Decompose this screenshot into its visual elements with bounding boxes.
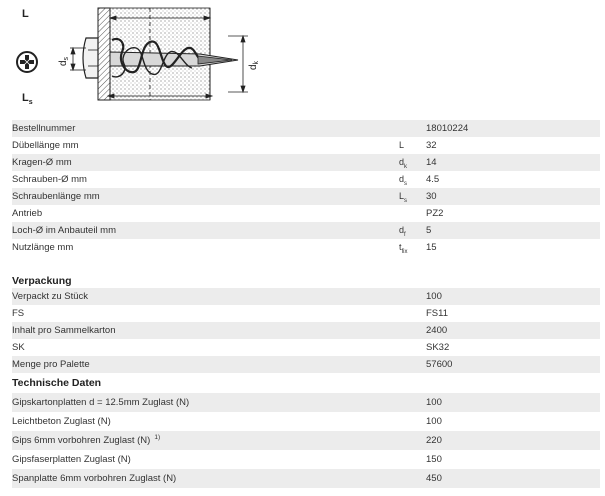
label-dk-main: d: [248, 64, 259, 70]
dimension-Ls: [106, 93, 214, 99]
spec-symbol-main: d: [399, 174, 405, 184]
technical-label: Gipskartonplatten d = 12.5mm Zuglast (N): [12, 397, 190, 408]
technical-row: Leichtbeton Zuglast (N) 100: [12, 412, 600, 431]
spec-symbol: dk: [399, 154, 407, 176]
spec-label: Loch-Ø im Anbauteil mm: [12, 225, 117, 236]
label-L: L: [22, 8, 29, 20]
label-ds-main: d: [58, 60, 69, 66]
spec-value: 15: [426, 242, 437, 253]
spec-symbol: Ls: [399, 188, 407, 210]
spec-value: 18010224: [426, 123, 469, 134]
spec-label: Bestellnummer: [12, 123, 76, 134]
packaging-label: Menge pro Palette: [12, 359, 90, 370]
spec-symbol: ds: [399, 171, 407, 193]
spec-value: 5: [426, 225, 432, 236]
spec-symbol-main: t: [399, 242, 402, 252]
spec-value: 4.5: [426, 174, 440, 185]
spec-symbol-sub: s: [404, 180, 408, 187]
spec-symbol: tfix: [399, 239, 408, 261]
spec-symbol-main: d: [399, 225, 405, 235]
technical-row: Spanplatte 6mm vorbohren Zuglast (N) 450: [12, 469, 600, 488]
dowel-body: [109, 37, 239, 78]
technical-value: 100: [426, 397, 442, 408]
label-ds: ds: [58, 56, 70, 66]
technical-label: Gips 6mm vorbohren Zuglast (N): [12, 435, 151, 446]
technical-table: Gipskartonplatten d = 12.5mm Zuglast (N)…: [12, 393, 600, 488]
dimension-L: [108, 15, 212, 21]
spec-label: Dübellänge mm: [12, 140, 79, 151]
spec-row: Schrauben-Ø mm ds 4.5: [12, 171, 600, 188]
spec-symbol-sub: s: [404, 197, 408, 204]
spec-symbol-sub: f: [404, 231, 406, 238]
technical-row: Gipskartonplatten d = 12.5mm Zuglast (N)…: [12, 393, 600, 412]
footnote-marker: 1): [154, 434, 161, 441]
technical-value: 150: [426, 454, 442, 465]
spec-label: Schrauben-Ø mm: [12, 174, 87, 185]
technical-value: 450: [426, 473, 442, 484]
technical-row: Gips 6mm vorbohren Zuglast (N)1) 220: [12, 431, 600, 450]
spec-row: Schraubenlänge mm Ls 30: [12, 188, 600, 205]
label-dk-sub: k: [253, 60, 260, 64]
dimension-ds: [70, 46, 86, 72]
label-ds-sub: s: [63, 56, 70, 60]
technical-value: 220: [426, 435, 442, 446]
technical-value: 100: [426, 416, 442, 427]
label-dk: dk: [248, 60, 260, 70]
packaging-label: SK: [12, 342, 25, 353]
spec-row: Kragen-Ø mm dk 14: [12, 154, 600, 171]
packaging-value: FS11: [426, 308, 449, 319]
packaging-label: Verpackt zu Stück: [12, 291, 89, 302]
technical-label: Spanplatte 6mm vorbohren Zuglast (N): [12, 473, 177, 484]
spec-label: Schraubenlänge mm: [12, 191, 100, 202]
packaging-row: Inhalt pro Sammelkarton 2400: [12, 322, 600, 339]
packaging-value: 2400: [426, 325, 448, 336]
spec-label: Antrieb: [12, 208, 43, 219]
spec-row: Nutzlänge mm tfix 15: [12, 239, 600, 256]
spec-symbol: L: [399, 140, 405, 150]
packaging-value: 57600: [426, 359, 453, 370]
technical-label-wrap: Gips 6mm vorbohren Zuglast (N)1): [12, 431, 160, 451]
spec-symbol-main: d: [399, 157, 405, 167]
spec-label: Nutzlänge mm: [12, 242, 74, 253]
technical-label: Leichtbeton Zuglast (N): [12, 416, 111, 427]
packaging-table: Verpackt zu Stück 100 FS FS11 Inhalt pro…: [12, 288, 600, 373]
screw-head: [82, 37, 99, 79]
spec-value: PZ2: [426, 208, 444, 219]
dowel-drawing: L Ls ds dk: [16, 7, 260, 106]
spec-label: Kragen-Ø mm: [12, 157, 72, 168]
spec-value: 14: [426, 157, 437, 168]
dimension-dk: [228, 34, 248, 94]
label-Ls-sub: s: [29, 99, 33, 106]
packaging-label: Inhalt pro Sammelkarton: [12, 325, 116, 336]
spec-symbol-main: L: [399, 191, 405, 201]
label-Ls-main: L: [22, 92, 29, 104]
spec-symbol-sub: fix: [401, 248, 408, 255]
spec-row: Dübellänge mm L 32: [12, 137, 600, 154]
spec-table: Bestellnummer 18010224 Dübellänge mm L 3…: [12, 120, 600, 256]
packaging-row: FS FS11: [12, 305, 600, 322]
packaging-value: SK32: [426, 342, 450, 353]
spec-value: 30: [426, 191, 437, 202]
spec-row: Bestellnummer 18010224: [12, 120, 600, 137]
technical-row: Gipsfaserplatten Zuglast (N) 150: [12, 450, 600, 469]
technical-title: Technische Daten: [12, 377, 102, 389]
spec-value: 32: [426, 140, 437, 151]
packaging-title: Verpackung: [12, 275, 72, 287]
technical-label: Gipsfaserplatten Zuglast (N): [12, 454, 131, 465]
packaging-label: FS: [12, 308, 25, 319]
pozidriv-icon: [16, 51, 38, 73]
spec-row: Antrieb PZ2: [12, 205, 600, 222]
label-Ls: Ls: [22, 92, 33, 106]
packaging-row: Verpackt zu Stück 100: [12, 288, 600, 305]
packaging-row: SK SK32: [12, 339, 600, 356]
spec-symbol: df: [399, 222, 406, 244]
packaging-value: 100: [426, 291, 442, 302]
packaging-row: Menge pro Palette 57600: [12, 356, 600, 373]
spec-row: Loch-Ø im Anbauteil mm df 5: [12, 222, 600, 239]
spec-symbol-sub: k: [404, 163, 408, 170]
